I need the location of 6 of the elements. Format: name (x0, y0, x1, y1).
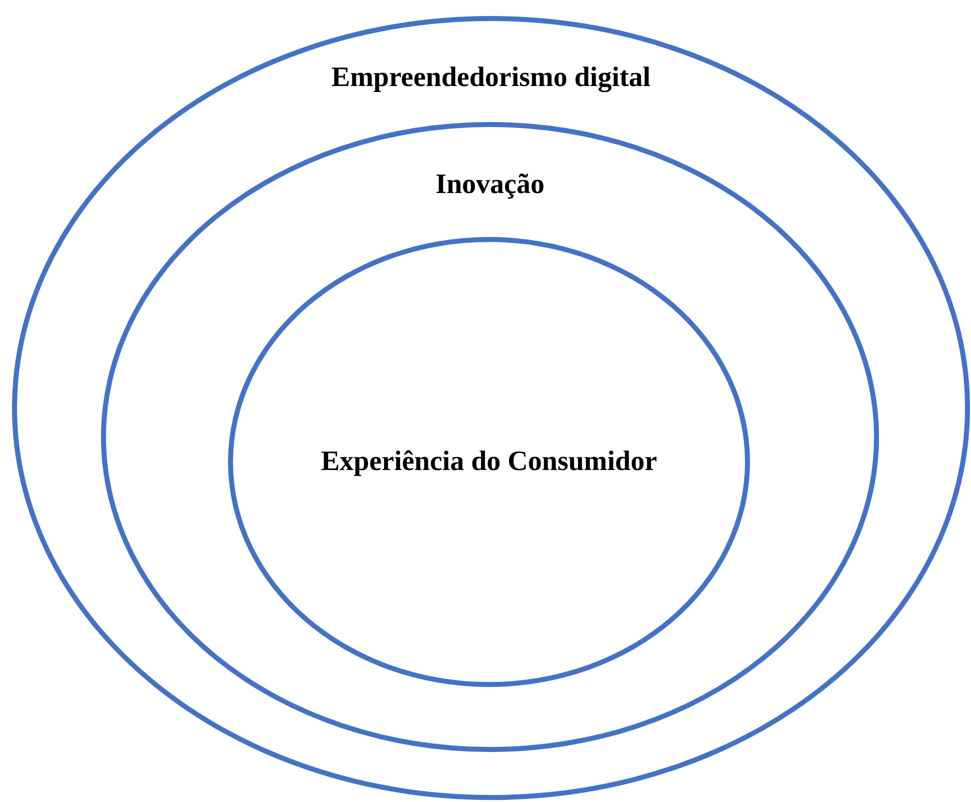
ellipse (228, 237, 750, 687)
ellipse (101, 122, 879, 752)
ellipse-label: Experiência do Consumidor (320, 446, 658, 478)
ellipse-label: Empreendedorismo digital (331, 62, 651, 94)
ellipse (12, 16, 970, 800)
ellipse-label: Inovação (436, 169, 544, 201)
